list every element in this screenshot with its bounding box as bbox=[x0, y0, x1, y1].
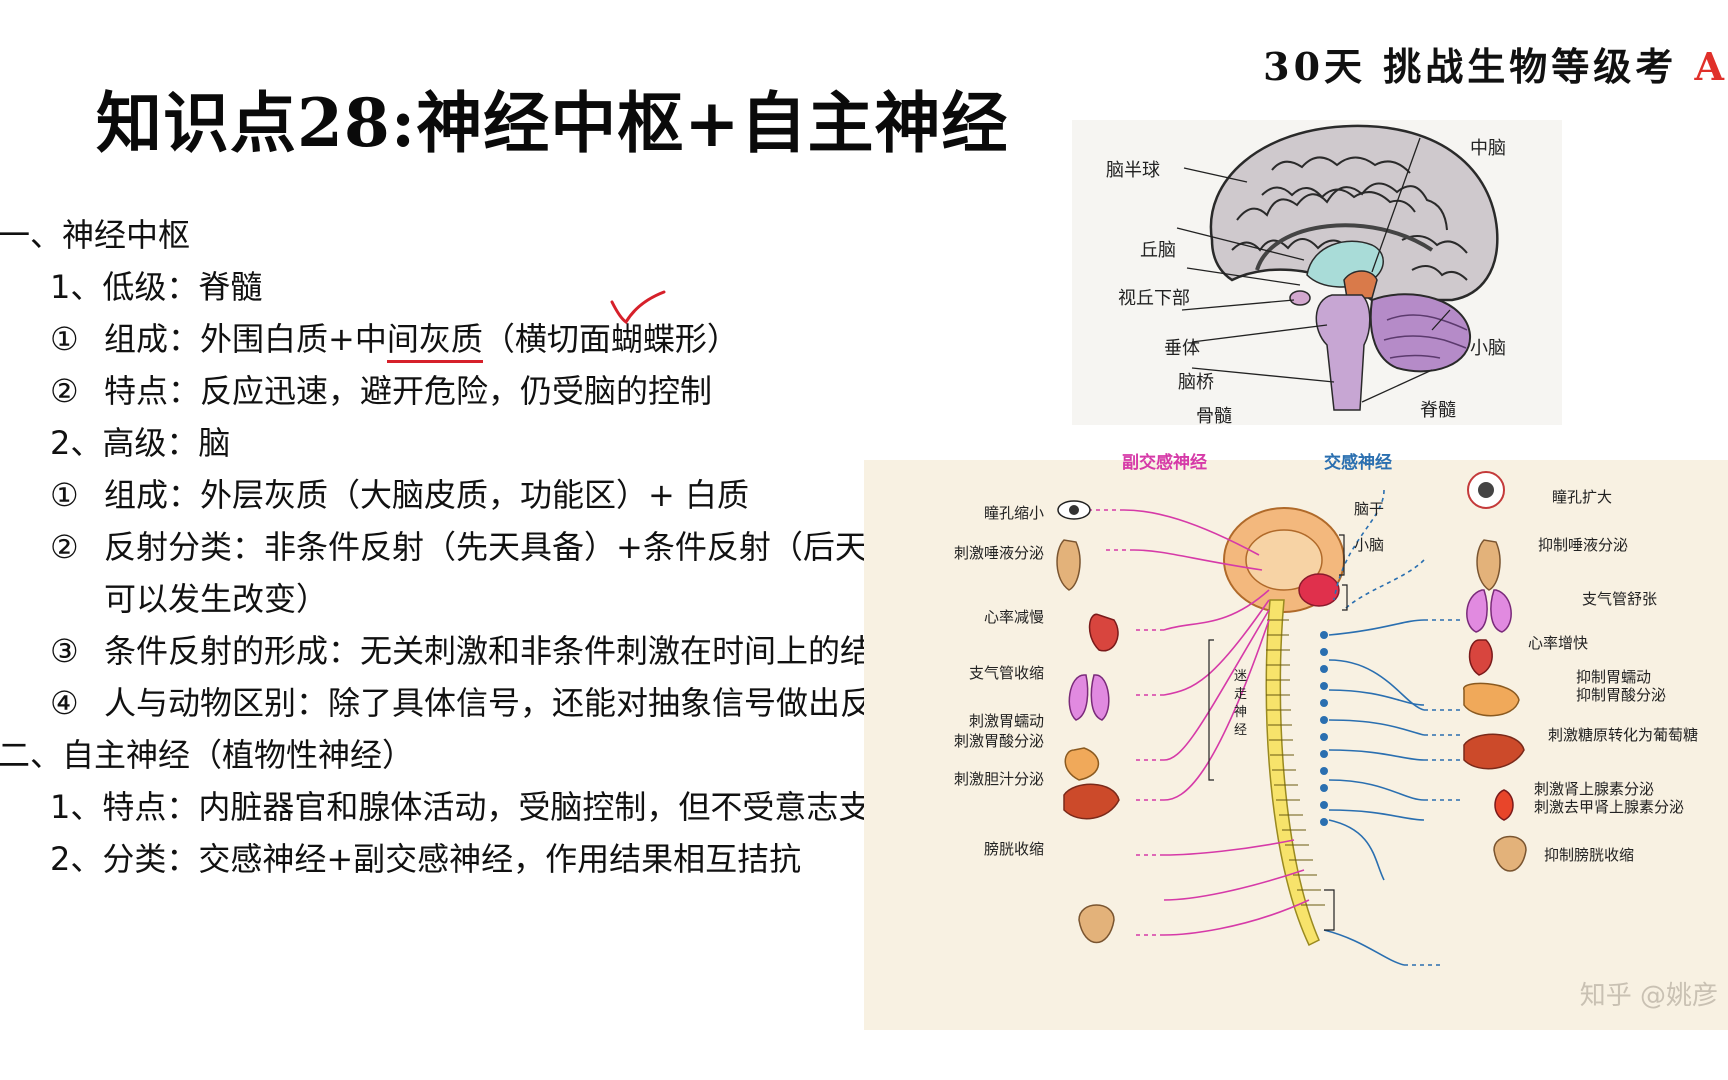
brand-text: 30天 挑战生物等级考 bbox=[1263, 44, 1695, 89]
symp-effect-pupil: 瞳孔扩大 bbox=[1552, 488, 1613, 506]
para-effect-stomach-motility: 刺激胃蠕动 bbox=[968, 712, 1044, 730]
autonomic-feature-line: 1、特点：内脏器官和腺体活动，受脑控制，但不受意志支配 bbox=[50, 788, 903, 826]
label-spinal-cord: 脊髓 bbox=[1420, 400, 1456, 421]
header-parasympathetic: 副交感神经 bbox=[1122, 453, 1207, 473]
label-cerebellum: 小脑 bbox=[1470, 338, 1506, 359]
label-thalamus: 丘脑 bbox=[1140, 240, 1176, 261]
reflex-types-continuation: 可以发生改变） bbox=[104, 580, 329, 618]
label-pituitary: 垂体 bbox=[1164, 338, 1200, 359]
para-effect-bile: 刺激胆汁分泌 bbox=[953, 770, 1044, 788]
symp-effect-glycogen: 刺激糖原转化为葡萄糖 bbox=[1548, 726, 1699, 744]
header-sympathetic: 交感神经 bbox=[1324, 453, 1392, 473]
ans-illustration bbox=[1056, 471, 1527, 966]
brain-illustration bbox=[1176, 124, 1499, 411]
zhihu-watermark: 知乎 @姚彦 bbox=[1579, 981, 1718, 1011]
label-midbrain: 中脑 bbox=[1470, 138, 1506, 159]
para-effect-saliva: 刺激唾液分泌 bbox=[953, 544, 1044, 562]
section-1-heading: 一、神经中枢 bbox=[0, 216, 191, 254]
brain-sagittal-figure: 脑半球 中脑 丘脑 视丘下部 垂体 脑桥 骨髓 小脑 脊髓 bbox=[1072, 120, 1562, 427]
autonomic-classification-line: 2、分类：交感神经+副交感神经，作用结果相互拮抗 bbox=[50, 840, 802, 878]
para-effect-pupil: 瞳孔缩小 bbox=[983, 504, 1044, 522]
slide-title: 知识点28:神经中枢+自主神经 bbox=[96, 84, 1009, 162]
symp-effect-stomach-acid: 抑制胃酸分泌 bbox=[1576, 686, 1667, 704]
check-mark-icon bbox=[610, 290, 666, 325]
para-effect-stomach-acid: 刺激胃酸分泌 bbox=[953, 732, 1044, 750]
label-pons: 脑桥 bbox=[1178, 372, 1214, 393]
brand-accent: A bbox=[1694, 44, 1728, 89]
label-medulla: 骨髓 bbox=[1196, 406, 1232, 427]
underlined-gray-matter: 间灰质 bbox=[386, 320, 483, 363]
symp-effect-saliva: 抑制唾液分泌 bbox=[1538, 536, 1629, 554]
label-hypothalamus: 视丘下部 bbox=[1118, 288, 1190, 309]
symp-effect-bladder: 抑制膀胱收缩 bbox=[1544, 846, 1635, 864]
para-effect-bronchi: 支气管收缩 bbox=[968, 664, 1044, 682]
symp-effect-stomach-motility: 抑制胃蠕动 bbox=[1576, 668, 1652, 686]
circled-num-1: ① bbox=[50, 320, 79, 358]
label-brainstem: 脑干 bbox=[1354, 500, 1385, 518]
low-center-line: 1、低级：脊髓 bbox=[50, 268, 263, 306]
symp-effect-bronchi: 支气管舒张 bbox=[1582, 590, 1658, 608]
autonomic-nervous-system-figure: 副交感神经 交感神经 脑干 小脑 迷走神经 瞳孔缩小 刺激唾液分泌 心率减慢 支… bbox=[864, 453, 1728, 1030]
para-effect-bladder: 膀胱收缩 bbox=[983, 840, 1044, 858]
section-2-heading: 二、自主神经（植物性神经） bbox=[0, 736, 415, 774]
channel-brand: 30天 挑战生物等级考 A bbox=[1263, 36, 1728, 91]
label-cerebrum: 脑半球 bbox=[1106, 160, 1160, 181]
para-effect-heart: 心率减慢 bbox=[983, 608, 1044, 626]
symp-effect-adrenaline: 刺激肾上腺素分泌 bbox=[1534, 780, 1655, 798]
high-center-line: 2、高级：脑 bbox=[50, 424, 231, 462]
symp-effect-heart: 心率增快 bbox=[1528, 634, 1589, 652]
label-cerebellum-ans: 小脑 bbox=[1354, 536, 1385, 554]
label-vagus-nerve: 迷走神经 bbox=[1234, 669, 1248, 738]
symp-effect-noradrenaline: 刺激去甲肾上腺素分泌 bbox=[1534, 798, 1685, 816]
